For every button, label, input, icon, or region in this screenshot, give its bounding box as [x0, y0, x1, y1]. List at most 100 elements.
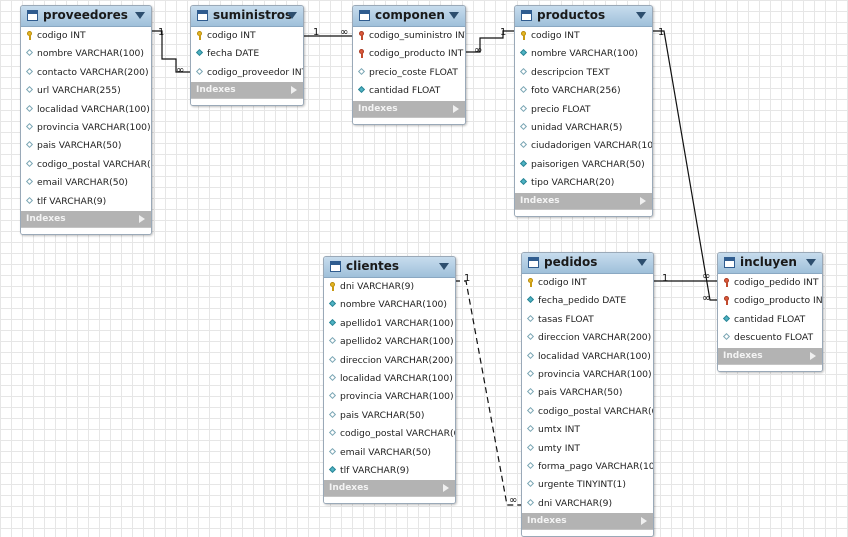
indexes-section[interactable]: Indexes — [191, 82, 303, 99]
not-null-column-icon — [520, 160, 528, 168]
table-header[interactable]: proveedores — [21, 6, 151, 27]
column-row[interactable]: codigo_postal VARCHAR(6) — [522, 403, 653, 421]
table-header[interactable]: clientes — [324, 257, 455, 278]
table-menu-dropdown-icon[interactable] — [449, 12, 459, 19]
column-row[interactable]: nombre VARCHAR(100) — [324, 296, 455, 314]
column-row[interactable]: email VARCHAR(50) — [324, 444, 455, 462]
relationship-productos-componen[interactable] — [464, 30, 514, 53]
table-menu-dropdown-icon[interactable] — [287, 12, 297, 19]
column-row[interactable]: codigo_suministro INT — [353, 27, 465, 45]
column-row[interactable]: apellido1 VARCHAR(100) — [324, 315, 455, 333]
table-header[interactable]: pedidos — [522, 253, 653, 274]
column-icon — [520, 123, 528, 131]
indexes-section[interactable]: Indexes — [515, 192, 652, 209]
column-row[interactable]: fecha DATE — [191, 45, 303, 63]
expand-arrow-icon[interactable] — [291, 86, 297, 95]
column-row[interactable]: dni VARCHAR(9) — [324, 278, 455, 296]
column-row[interactable]: apellido2 VARCHAR(100) — [324, 333, 455, 351]
column-row[interactable]: provincia VARCHAR(100) — [324, 388, 455, 406]
column-row[interactable]: forma_pago VARCHAR(10) — [522, 458, 653, 476]
indexes-section[interactable]: Indexes — [21, 210, 151, 227]
expand-arrow-icon[interactable] — [443, 484, 449, 493]
column-row[interactable]: precio_coste FLOAT — [353, 64, 465, 82]
column-row[interactable]: nombre VARCHAR(100) — [21, 45, 151, 63]
column-row[interactable]: contacto VARCHAR(200) — [21, 64, 151, 82]
column-row[interactable]: codigo INT — [515, 27, 652, 45]
table-menu-dropdown-icon[interactable] — [637, 259, 647, 266]
table-menu-dropdown-icon[interactable] — [439, 263, 449, 270]
column-row[interactable]: tlf VARCHAR(9) — [324, 462, 455, 480]
column-row[interactable]: tasas FLOAT — [522, 311, 653, 329]
column-row[interactable]: localidad VARCHAR(100) — [522, 348, 653, 366]
primary-key-icon — [196, 31, 204, 40]
column-row[interactable]: codigo INT — [522, 274, 653, 292]
column-row[interactable]: localidad VARCHAR(100) — [324, 370, 455, 388]
table-header[interactable]: suministros — [191, 6, 303, 27]
column-row[interactable]: codigo_postal VARCHAR(6) — [21, 156, 151, 174]
column-row[interactable]: direccion VARCHAR(200) — [522, 329, 653, 347]
column-row[interactable]: codigo INT — [21, 27, 151, 45]
column-row[interactable]: codigo_pedido INT — [718, 274, 822, 292]
expand-arrow-icon[interactable] — [139, 214, 145, 223]
column-row[interactable]: paisorigen VARCHAR(50) — [515, 156, 652, 174]
expand-arrow-icon[interactable] — [641, 517, 647, 526]
column-row[interactable]: urgente TINYINT(1) — [522, 476, 653, 494]
column-row[interactable]: precio FLOAT — [515, 101, 652, 119]
table-menu-dropdown-icon[interactable] — [135, 12, 145, 19]
column-row[interactable]: cantidad FLOAT — [353, 82, 465, 100]
column-row[interactable]: umty INT — [522, 440, 653, 458]
column-row[interactable]: codigo_proveedor INT — [191, 64, 303, 82]
relationship-proveedores-suministros[interactable] — [150, 30, 190, 73]
column-row[interactable]: foto VARCHAR(256) — [515, 82, 652, 100]
column-row[interactable]: codigo_producto INT — [353, 45, 465, 63]
column-row[interactable]: tlf VARCHAR(9) — [21, 193, 151, 211]
expand-arrow-icon[interactable] — [453, 104, 459, 113]
column-row[interactable]: descripcion TEXT — [515, 64, 652, 82]
column-row[interactable]: dni VARCHAR(9) — [522, 495, 653, 513]
column-row[interactable]: umtx INT — [522, 421, 653, 439]
column-row[interactable]: unidad VARCHAR(5) — [515, 119, 652, 137]
table-header[interactable]: componen — [353, 6, 465, 27]
column-row[interactable]: cantidad FLOAT — [718, 311, 822, 329]
table-menu-dropdown-icon[interactable] — [806, 259, 816, 266]
expand-arrow-icon[interactable] — [810, 351, 816, 360]
column-row[interactable]: localidad VARCHAR(100) — [21, 101, 151, 119]
indexes-section[interactable]: Indexes — [718, 347, 822, 364]
column-row[interactable]: codigo_producto INT — [718, 292, 822, 310]
column-row[interactable]: descuento FLOAT — [718, 329, 822, 347]
column-row[interactable]: codigo_postal VARCHAR(6) — [324, 425, 455, 443]
column-row[interactable]: pais VARCHAR(50) — [324, 407, 455, 425]
indexes-section[interactable]: Indexes — [353, 100, 465, 117]
relationship-productos-incluyen[interactable] — [651, 30, 717, 301]
column-row[interactable]: email VARCHAR(50) — [21, 174, 151, 192]
column-row[interactable]: nombre VARCHAR(100) — [515, 45, 652, 63]
column-row[interactable]: pais VARCHAR(50) — [522, 384, 653, 402]
indexes-section[interactable]: Indexes — [324, 480, 455, 497]
column-row[interactable]: codigo INT — [191, 27, 303, 45]
table-header[interactable]: incluyen — [718, 253, 822, 274]
column-row[interactable]: fecha_pedido DATE — [522, 292, 653, 310]
column-row[interactable]: tipo VARCHAR(20) — [515, 174, 652, 192]
indexes-section[interactable]: Indexes — [522, 513, 653, 530]
column-row[interactable]: url VARCHAR(255) — [21, 82, 151, 100]
column-label: url VARCHAR(255) — [37, 85, 121, 97]
column-label: umtx INT — [538, 424, 580, 436]
column-row[interactable]: pais VARCHAR(50) — [21, 137, 151, 155]
column-row[interactable]: provincia VARCHAR(100) — [522, 366, 653, 384]
expand-arrow-icon[interactable] — [640, 196, 646, 205]
column-row[interactable]: provincia VARCHAR(100) — [21, 119, 151, 137]
table-menu-dropdown-icon[interactable] — [636, 12, 646, 19]
column-row[interactable]: direccion VARCHAR(200) — [324, 352, 455, 370]
column-row[interactable]: ciudadorigen VARCHAR(100) — [515, 137, 652, 155]
relationship-clientes-pedidos[interactable] — [454, 280, 521, 506]
table-header[interactable]: productos — [515, 6, 652, 27]
